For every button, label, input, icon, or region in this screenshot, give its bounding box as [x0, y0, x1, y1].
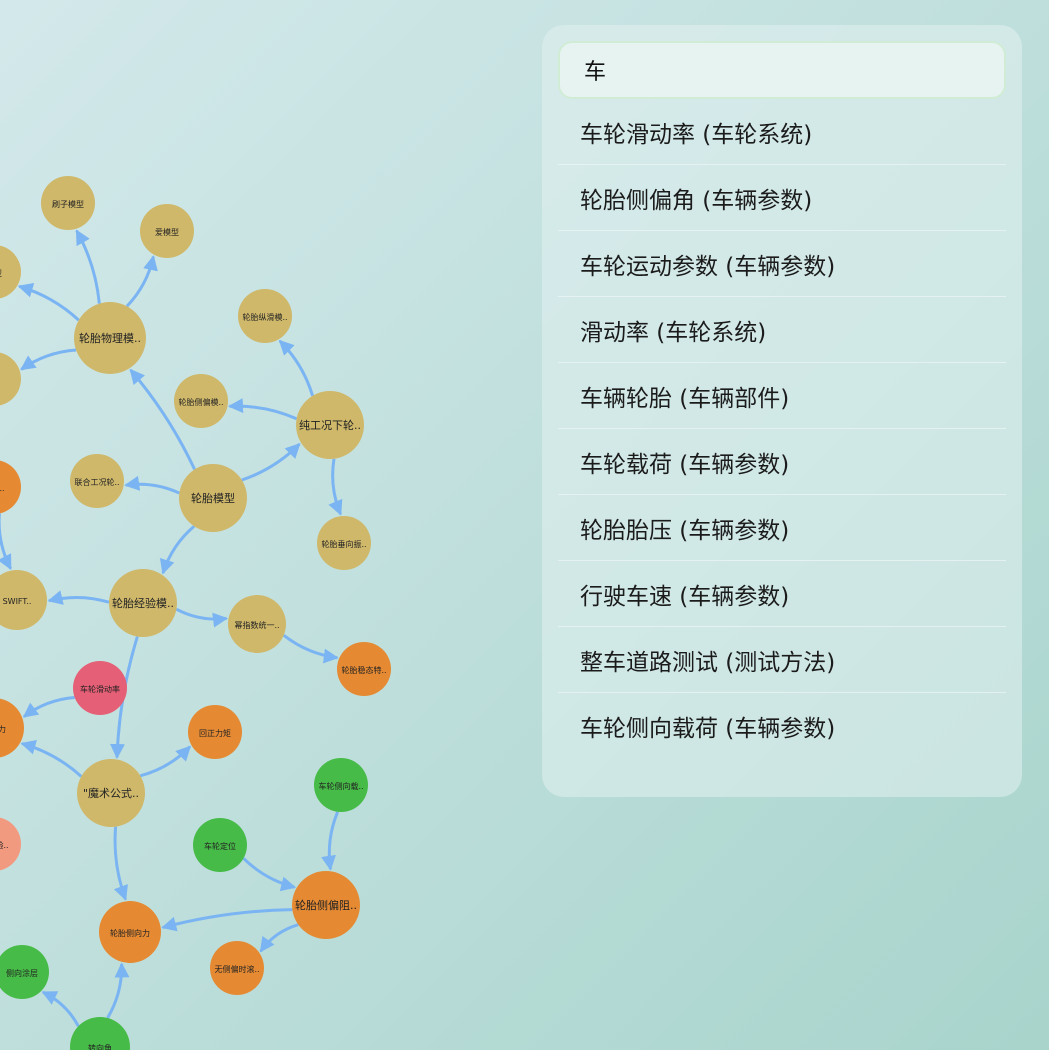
graph-edge: [321, 811, 340, 871]
search-result-item[interactable]: 车轮载荷 (车辆参数): [558, 429, 1006, 495]
graph-edge: [20, 348, 77, 371]
node-circle[interactable]: [193, 818, 247, 872]
graph-edge: [17, 282, 80, 322]
search-panel: 车轮滑动率 (车轮系统) 轮胎侧偏角 (车辆参数) 车轮运动参数 (车辆参数) …: [542, 25, 1022, 797]
graph-edge: [282, 634, 339, 664]
graph-edge: [0, 513, 12, 570]
graph-node-align[interactable]: 回正力矩: [188, 705, 242, 759]
node-circle[interactable]: [296, 391, 364, 459]
graph-edge: [175, 607, 229, 628]
search-input[interactable]: [584, 57, 964, 83]
node-circle[interactable]: [74, 302, 146, 374]
graph-node-lat[interactable]: 轮胎侧向力: [99, 901, 161, 963]
graph-node-lon[interactable]: 轮胎纵滑模..: [238, 289, 292, 343]
graph-edge: [278, 339, 315, 397]
node-circle[interactable]: [0, 817, 21, 871]
graph-edge: [259, 923, 299, 953]
search-box[interactable]: [558, 41, 1006, 99]
node-circle[interactable]: [188, 705, 242, 759]
graph-node-steer[interactable]: 转向角: [70, 1017, 130, 1050]
graph-node-exp[interactable]: 幂指数统一..: [228, 595, 286, 653]
search-result-item[interactable]: 滑动率 (车轮系统): [558, 297, 1006, 363]
search-result-item[interactable]: 整车道路测试 (测试方法): [558, 627, 1006, 693]
graph-node-lt3[interactable]: 轮滑..: [0, 460, 21, 514]
node-circle[interactable]: [0, 698, 24, 758]
node-circle[interactable]: [317, 516, 371, 570]
graph-node-pos[interactable]: 车轮定位: [193, 818, 247, 872]
search-results: 车轮滑动率 (车轮系统) 轮胎侧偏角 (车辆参数) 车轮运动参数 (车辆参数) …: [558, 99, 1006, 759]
graph-edge: [124, 475, 180, 495]
graph-edge: [241, 442, 301, 482]
search-result-item[interactable]: 车轮侧向载荷 (车辆参数): [580, 716, 836, 742]
graph-edge: [41, 990, 80, 1027]
graph-node-side[interactable]: 轮胎侧偏模..: [174, 374, 228, 428]
search-result-item[interactable]: 行驶车速 (车辆参数): [558, 561, 1006, 627]
graph-edge: [139, 745, 192, 778]
node-circle[interactable]: [179, 464, 247, 532]
node-circle[interactable]: [228, 595, 286, 653]
graph-node-lt5[interactable]: 零试验..: [0, 817, 21, 871]
graph-edge: [20, 739, 83, 778]
node-circle[interactable]: [0, 945, 49, 999]
node-circle[interactable]: [0, 460, 21, 514]
node-circle[interactable]: [337, 642, 391, 696]
graph-edge: [228, 398, 298, 421]
graph-nodes[interactable]: 刷子模型爱模型模型轮胎物理模.. 型 轮胎纵滑模..轮胎侧偏模.. 纯工况下轮.. 轮滑…: [0, 176, 391, 1050]
graph-node-pure[interactable]: 纯工况下轮..: [296, 391, 364, 459]
search-result-item[interactable]: 轮胎胎压 (车辆参数): [558, 495, 1006, 561]
graph-node-resp[interactable]: 侧向涂层: [0, 945, 49, 999]
node-circle[interactable]: [314, 758, 368, 812]
graph-node-brush[interactable]: 刷子模型: [41, 176, 95, 230]
node-circle[interactable]: [0, 570, 47, 630]
node-circle[interactable]: [109, 569, 177, 637]
graph-edges: [0, 229, 343, 1027]
graph-node-zero[interactable]: 无侧偏时滚..: [210, 941, 264, 995]
graph-edge: [125, 255, 158, 308]
graph-edge: [129, 368, 196, 471]
graph-node-lt4[interactable]: 纵向力: [0, 698, 24, 758]
node-circle[interactable]: [0, 352, 21, 406]
node-circle[interactable]: [70, 454, 124, 508]
node-circle[interactable]: [174, 374, 228, 428]
search-result-item[interactable]: 车轮滑动率 (车轮系统): [558, 99, 1006, 165]
graph-node-vert[interactable]: 轮胎垂向振..: [317, 516, 371, 570]
graph-edge: [113, 826, 128, 901]
node-circle[interactable]: [41, 176, 95, 230]
graph-node-phys[interactable]: 轮胎物理模..: [74, 302, 146, 374]
node-circle[interactable]: [77, 759, 145, 827]
node-circle[interactable]: [99, 901, 161, 963]
graph-edge: [242, 857, 297, 892]
graph-node-comb[interactable]: 联合工况轮..: [70, 454, 124, 508]
graph-node-tire[interactable]: 轮胎模型: [179, 464, 247, 532]
graph-edge: [47, 590, 110, 605]
node-circle[interactable]: [73, 661, 127, 715]
graph-node-state[interactable]: 轮胎稳态特..: [337, 642, 391, 696]
search-result-item[interactable]: 轮胎侧偏角 (车辆参数): [558, 165, 1006, 231]
search-result-item[interactable]: 车轮运动参数 (车辆参数): [558, 231, 1006, 297]
node-circle[interactable]: [70, 1017, 130, 1050]
graph-node-lt1[interactable]: 模型: [0, 245, 21, 299]
node-circle[interactable]: [292, 871, 360, 939]
graph-edge: [161, 908, 293, 932]
graph-node-ai[interactable]: 爱模型: [140, 204, 194, 258]
graph-edge: [328, 458, 343, 516]
graph-node-magic[interactable]: "魔术公式..: [77, 759, 145, 827]
graph-node-slip[interactable]: 车轮滑动率: [73, 661, 127, 715]
graph-node-whl[interactable]: 车轮侧向载..: [314, 758, 368, 812]
graph-edge: [106, 962, 130, 1019]
node-circle[interactable]: [210, 941, 264, 995]
search-result-item[interactable]: 车辆轮胎 (车辆部件): [558, 363, 1006, 429]
node-circle[interactable]: [0, 245, 21, 299]
graph-node-lt2[interactable]: 型: [0, 352, 21, 406]
graph-edge: [75, 229, 101, 304]
graph-node-emp[interactable]: 轮胎经验模..: [109, 569, 177, 637]
graph-edge: [159, 525, 196, 575]
node-circle[interactable]: [238, 289, 292, 343]
graph-node-swift[interactable]: SWIFT..: [0, 570, 47, 630]
node-circle[interactable]: [140, 204, 194, 258]
graph-node-corn[interactable]: 轮胎侧偏阻..: [292, 871, 360, 939]
graph-edge: [22, 696, 75, 718]
